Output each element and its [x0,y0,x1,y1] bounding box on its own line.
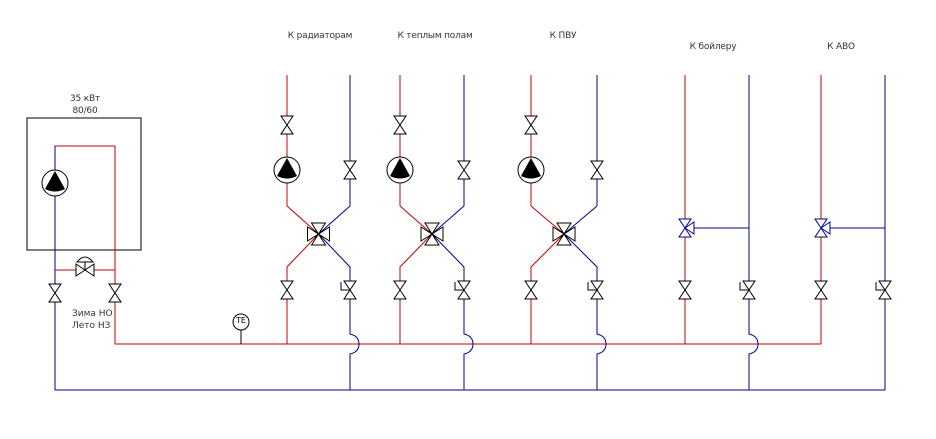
crossover-icon [748,330,759,390]
balancing-valve-icon [739,280,756,300]
three-way-valve-icon [814,218,831,238]
circulation-pump-icon [517,156,545,184]
shutoff-valve-icon [393,115,407,135]
boiler-enclosure [26,117,142,251]
boiler-temps-label: 80/60 [72,106,98,116]
balancing-valve-icon [340,280,357,300]
winter-mode-label: Зима НО [72,309,113,319]
shutoff-valve-icon [280,280,294,300]
circuit-supply-branch [530,233,565,344]
circuit-supply-branch [286,233,319,344]
balancing-valve-icon [454,280,471,300]
boiler-supply-valve-icon [108,283,122,303]
summer-mode-label: Лето НЗ [72,321,111,331]
boiler-power-label: 35 кВт [70,94,100,104]
circuit-return-branch [318,233,351,330]
crossover-icon [349,330,360,390]
shutoff-valve-icon [678,280,692,300]
circuit-return-branch [431,233,465,330]
temperature-sensor-icon [232,313,250,331]
shutoff-valve-icon [524,280,538,300]
circulation-pump-icon [273,156,301,184]
circuit-label-pvu: К ПВУ [549,31,577,41]
boiler-return-valve-icon [48,283,62,303]
circuit-label-floor: К теплым полам [397,31,473,41]
shutoff-valve-icon [393,280,407,300]
circuit-supply-branch [399,233,433,344]
balancing-valve-icon [587,280,604,300]
circuit-label-radiators: К радиаторам [287,31,353,41]
shutoff-valve-icon [590,160,604,180]
shutoff-valve-icon [814,280,828,300]
sensor-label: TE [236,316,246,325]
shutoff-valve-icon [457,160,471,180]
shutoff-valve-icon [524,115,538,135]
crossover-icon [596,330,607,390]
boiler-pump-icon [41,169,69,197]
three-way-valve-icon [678,218,695,238]
circuit-label-avo: К АВО [827,42,855,52]
crossover-icon [463,330,474,390]
circuit-label-boiler: К бойлеру [689,42,737,52]
shutoff-valve-icon [343,160,357,180]
circuit-return-branch [563,233,598,330]
shutoff-valve-icon [280,115,294,135]
circulation-pump-icon [386,156,414,184]
actuator-icon [75,256,95,263]
balancing-valve-icon [875,280,892,300]
